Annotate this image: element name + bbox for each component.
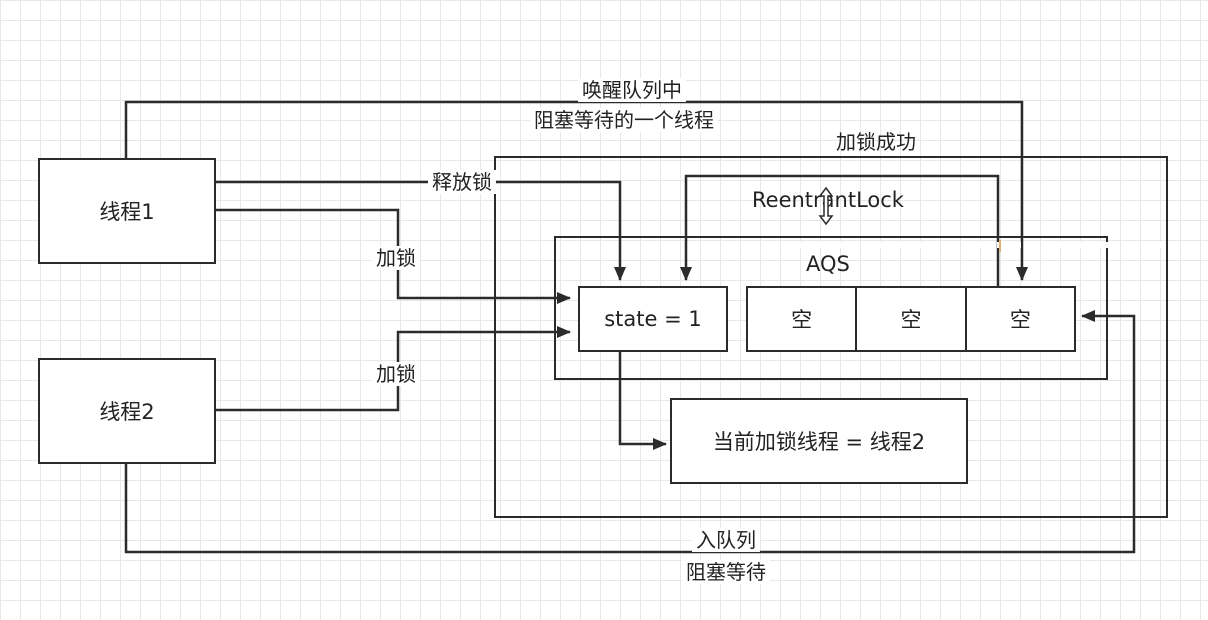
queue-cell: 空 <box>748 288 858 350</box>
wait-queue[interactable]: 空 空 空 <box>746 286 1076 352</box>
wake-label-line2: 阻塞等待的一个线程 <box>530 108 718 132</box>
queue-cell: 空 <box>857 288 967 350</box>
thread1-label: 线程1 <box>99 200 155 224</box>
release-connector <box>214 180 626 281</box>
queue-cell: 空 <box>1009 308 1031 332</box>
enqueue-label-line1: 入队列 <box>692 528 760 552</box>
reentrant-lock-frame <box>494 156 1168 518</box>
enqueue-connector <box>124 310 1136 554</box>
release-label: 释放锁 <box>428 170 496 194</box>
wake-connector <box>124 100 1028 281</box>
owner-label: 当前加锁线程 = 线程2 <box>712 430 926 454</box>
lock1-label: 加锁 <box>372 246 420 270</box>
lock-success-connector <box>680 174 1000 288</box>
lock2-label: 加锁 <box>372 362 420 386</box>
thread2-node[interactable]: 线程2 <box>38 358 216 464</box>
aqs-title: AQS <box>806 252 850 276</box>
lock-success-label: 加锁成功 <box>836 130 916 154</box>
enqueue-label-line2: 阻塞等待 <box>682 560 770 584</box>
thread2-label: 线程2 <box>99 400 155 424</box>
thread1-node[interactable]: 线程1 <box>38 158 216 264</box>
state-label: state = 1 <box>604 307 702 331</box>
wake-label-line1: 唤醒队列中 <box>578 78 686 102</box>
state-node[interactable]: state = 1 <box>578 286 728 352</box>
owner-node[interactable]: 当前加锁线程 = 线程2 <box>670 398 968 484</box>
move-handle-icon[interactable] <box>816 186 836 226</box>
owner-connector <box>618 350 667 450</box>
aqs-frame <box>554 236 1108 380</box>
selection-guide <box>790 240 1170 252</box>
